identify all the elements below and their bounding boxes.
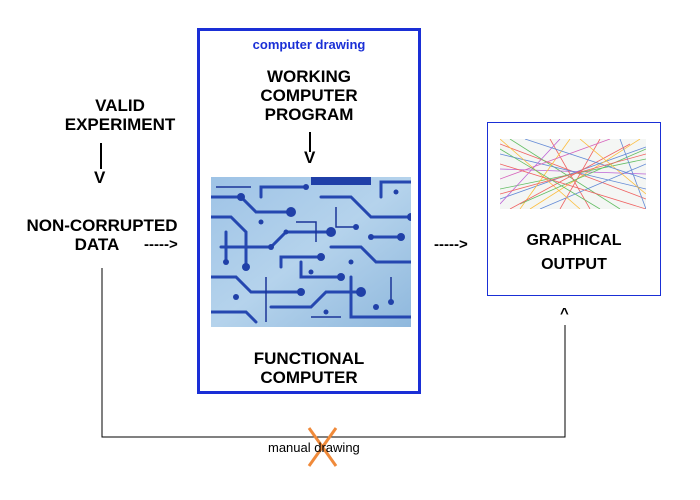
non-corrupted-text: NON-CORRUPTED bbox=[26, 216, 178, 235]
data-text: DATA bbox=[74, 235, 120, 254]
non-corrupted-data-label: NON-CORRUPTED DATA bbox=[12, 216, 192, 254]
working-text: WORKING bbox=[266, 67, 352, 86]
experiment-down-line bbox=[100, 143, 102, 169]
graphical-output-label: GRAPHICAL OUTPUT bbox=[488, 229, 660, 277]
program-text: PROGRAM bbox=[264, 105, 354, 124]
manual-path-line bbox=[101, 268, 566, 438]
functional-text: FUNCTIONAL bbox=[253, 349, 365, 368]
computer-drawing-label: computer drawing bbox=[252, 37, 366, 52]
functional-computer-text: COMPUTER bbox=[260, 368, 358, 387]
computer-text: COMPUTER bbox=[260, 86, 358, 105]
graphical-output-image bbox=[500, 139, 646, 209]
output-up-arrow: ^ bbox=[560, 305, 569, 322]
cross-stroke-2 bbox=[307, 427, 338, 467]
functional-computer-label: FUNCTIONAL COMPUTER bbox=[200, 349, 418, 387]
experiment-down-arrow: V bbox=[94, 168, 106, 187]
computer-box: computer drawing WORKING COMPUTER PROGRA… bbox=[197, 28, 421, 394]
program-down-line bbox=[309, 132, 311, 152]
arrow-computer-to-output: -----> bbox=[434, 236, 468, 253]
experiment-text: EXPERIMENT bbox=[64, 115, 176, 134]
program-down-arrow: V bbox=[304, 148, 316, 167]
output-text: OUTPUT bbox=[541, 256, 607, 273]
working-program-label: WORKING COMPUTER PROGRAM bbox=[200, 67, 418, 124]
circuit-board-image bbox=[211, 177, 411, 327]
graphical-output-box: GRAPHICAL OUTPUT bbox=[487, 122, 661, 296]
manual-drawing-label: manual drawing bbox=[268, 440, 360, 455]
arrow-data-to-computer: -----> bbox=[144, 236, 178, 253]
valid-text: VALID bbox=[95, 96, 145, 115]
valid-experiment-label: VALID EXPERIMENT bbox=[40, 96, 200, 134]
graphical-text: GRAPHICAL bbox=[526, 232, 622, 249]
